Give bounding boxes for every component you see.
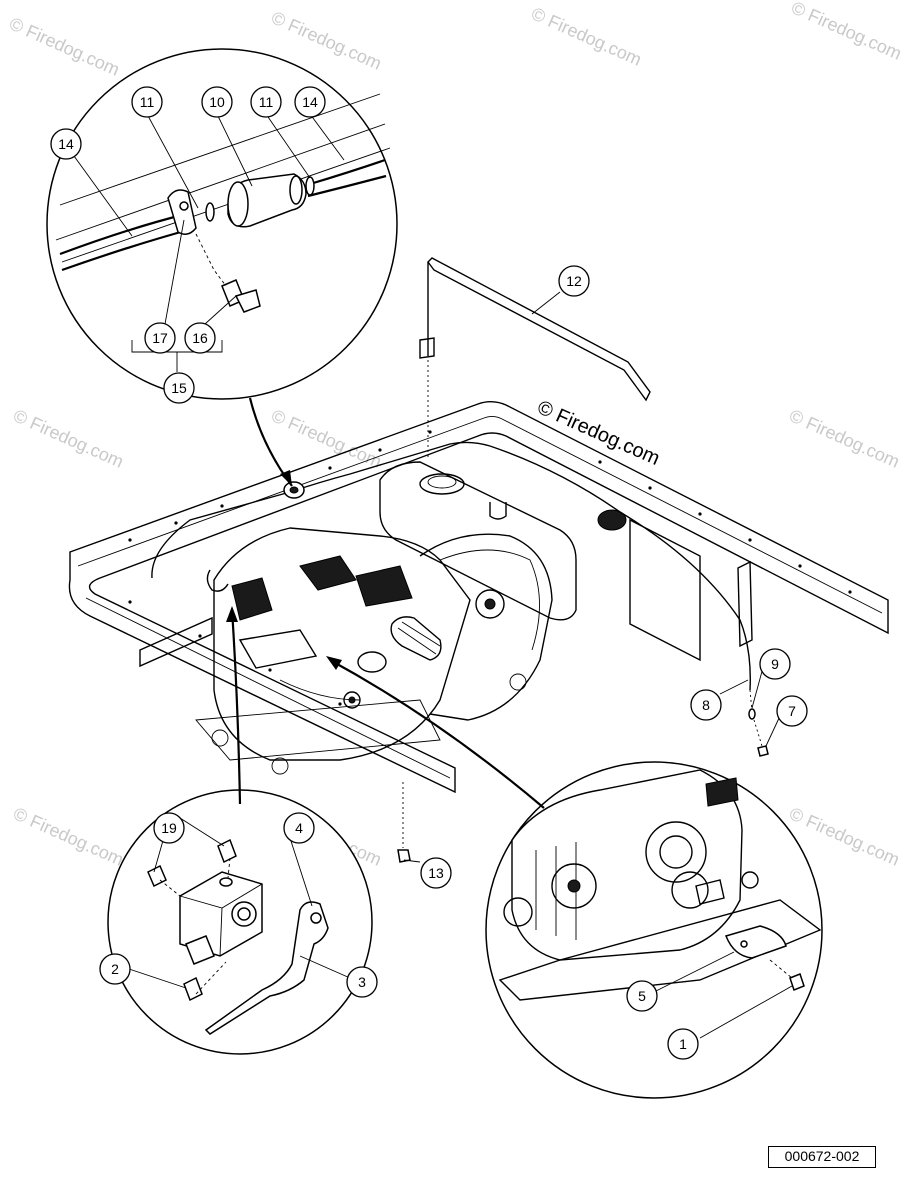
vehicle-frame (68, 401, 889, 794)
callout: 3 (346, 966, 378, 998)
callout-label: 3 (358, 974, 366, 990)
callout-label: 2 (111, 961, 119, 977)
loose-parts (397, 689, 769, 863)
detail-circle-bracket (107, 789, 373, 1055)
callout: 7 (776, 695, 808, 727)
callout-label: 14 (302, 94, 318, 110)
watermark-text: © Firedog.com (6, 13, 122, 79)
callout: 19 (153, 812, 185, 844)
callout-label: 4 (295, 820, 303, 836)
callout: 14 (294, 86, 326, 118)
engine-assembly (206, 527, 553, 761)
callout: 12 (558, 265, 590, 297)
callout-label: 10 (209, 94, 225, 110)
callout-label: 15 (171, 380, 187, 396)
detail-circle-engine-side (485, 761, 823, 1099)
callout: 9 (759, 648, 791, 680)
callout: 2 (99, 953, 131, 985)
watermark-text: © Firedog.com (788, 0, 904, 64)
watermark-text: © Firedog.com (786, 405, 902, 471)
callout-label: 14 (58, 136, 74, 152)
callout-label: 17 (152, 330, 168, 346)
callout-label: 8 (702, 697, 710, 713)
callout-label: 11 (259, 94, 274, 110)
callout-label: 12 (566, 273, 582, 289)
frame-fuel-filter (283, 481, 305, 499)
callout-label: 1 (679, 1036, 687, 1052)
callout-label: 16 (192, 330, 208, 346)
watermark-text: © Firedog.com (10, 405, 126, 471)
callout-label: 19 (161, 820, 177, 836)
fuel-tank (379, 461, 627, 621)
main-watermark: © Firedog.com (534, 396, 663, 470)
callout: 11 (250, 86, 282, 118)
callout: 1 (667, 1028, 699, 1060)
callout: 17 (144, 322, 176, 354)
callout: 5 (626, 980, 658, 1012)
callout: 14 (50, 128, 82, 160)
callout-label: 7 (788, 703, 796, 719)
callout-label: 5 (638, 988, 646, 1004)
fuel-line (151, 441, 751, 691)
callout: 13 (420, 857, 452, 889)
callout-label: 11 (140, 94, 155, 110)
rod-part-12 (419, 257, 651, 460)
watermark-text: © Firedog.com (528, 3, 644, 69)
detail-pointers (226, 397, 545, 809)
callout: 4 (283, 812, 315, 844)
callout: 15 (163, 372, 195, 404)
detail-circle-fuel-filter (46, 48, 398, 400)
callout-label: 9 (771, 656, 779, 672)
callout: 11 (131, 86, 163, 118)
callout-label: 13 (428, 865, 444, 881)
callouts: 11 10 11 14 14 17 16 15 12 9 8 7 19 4 2 … (50, 86, 808, 1060)
callout: 16 (184, 322, 216, 354)
callout: 10 (201, 86, 233, 118)
drawing-number: 000672-002 (768, 1146, 876, 1168)
frame-holes (128, 430, 852, 706)
watermark-text: © Firedog.com (268, 405, 384, 471)
watermark-text: © Firedog.com (10, 803, 126, 869)
callout: 8 (690, 689, 722, 721)
